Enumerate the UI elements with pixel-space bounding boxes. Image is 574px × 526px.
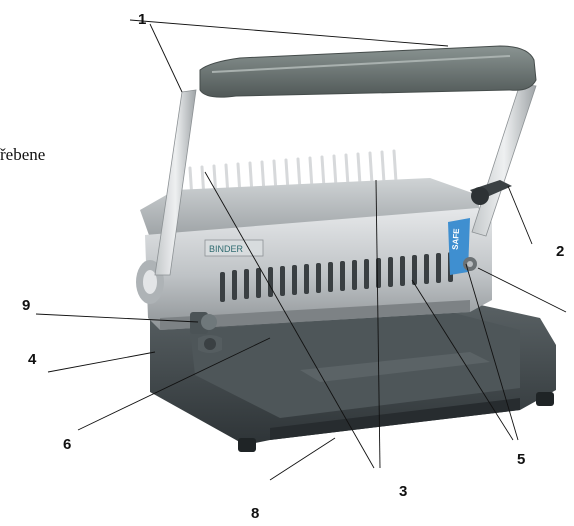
side-badge: SAFE xyxy=(448,218,477,275)
leader-8 xyxy=(269,437,336,481)
callout-4: 4 xyxy=(28,351,37,368)
leader-5c xyxy=(477,267,567,313)
fragment-text: řebene xyxy=(0,145,46,164)
leader-6 xyxy=(77,337,271,431)
rear-crank xyxy=(470,180,512,205)
callout-6: 6 xyxy=(63,436,72,453)
front-slots xyxy=(220,252,453,302)
callout-2: 2 xyxy=(556,243,565,260)
callout-9: 9 xyxy=(22,297,31,314)
callout-3: 3 xyxy=(399,483,408,500)
callout-5: 5 xyxy=(517,451,526,468)
side-badge-text: SAFE xyxy=(451,228,462,251)
leader-4 xyxy=(47,351,156,373)
adjuster-knob xyxy=(190,312,222,353)
leader-2 xyxy=(507,185,533,245)
brand-text: BINDER xyxy=(209,244,244,254)
brand-plate: BINDER xyxy=(204,239,264,257)
leader-lines xyxy=(35,19,567,481)
leader-5b xyxy=(465,263,519,441)
top-cover xyxy=(140,178,480,238)
leader-5a xyxy=(411,279,514,441)
leader-1a xyxy=(129,19,449,47)
leader-9 xyxy=(35,313,199,323)
leader-1b xyxy=(149,23,183,93)
leader-3a xyxy=(204,171,375,469)
callout-8: 8 xyxy=(251,505,260,522)
leader-3b xyxy=(375,179,381,469)
handle-grip xyxy=(199,45,537,98)
base-tray xyxy=(150,300,556,452)
callout-1: 1 xyxy=(138,11,147,28)
